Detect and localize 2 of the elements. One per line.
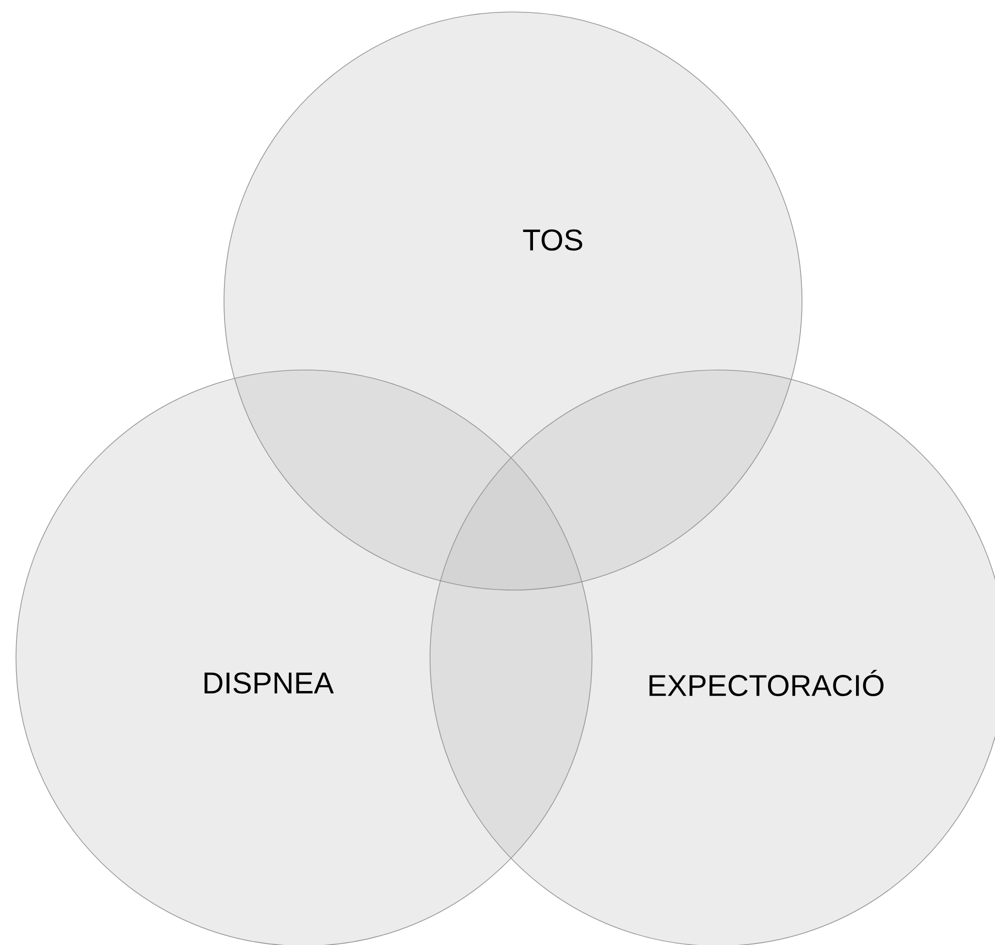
node-label: EXPECTORACIÓ <box>650 670 884 696</box>
node-label: DISPNEA <box>204 672 334 694</box>
